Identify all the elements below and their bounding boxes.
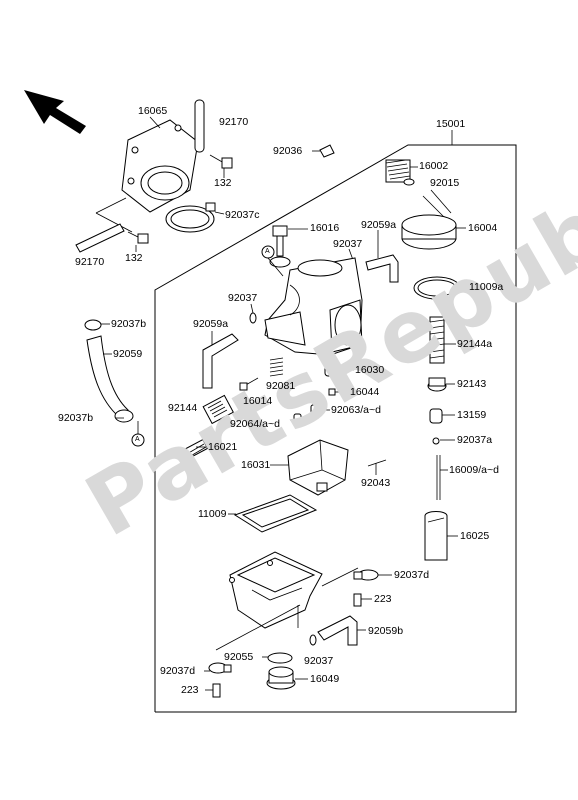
plunger-16016 (269, 225, 291, 268)
hose-92059a-top (365, 254, 399, 283)
label-92037b-bottom: 92037b (58, 412, 94, 424)
oring-11009a (413, 276, 461, 300)
label-92037d-right: 92037d (394, 569, 430, 581)
label-132-bottom: 132 (125, 252, 143, 264)
clip-92037-bottom (309, 634, 317, 646)
label-92063: 92063/a~d (331, 404, 381, 416)
part-92064 (293, 413, 302, 427)
gasket-11009 (233, 494, 318, 533)
label-11009a: 11009a (469, 281, 504, 293)
direction-arrow-icon (24, 90, 86, 134)
label-92037b-top: 92037b (111, 318, 147, 330)
label-16009: 16009/a~d (449, 464, 499, 476)
label-92055: 92055 (224, 651, 254, 663)
label-92037c: 92037c (225, 209, 260, 221)
part-92063 (310, 404, 320, 418)
label-92059b: 92059b (368, 625, 404, 637)
jet-16021 (175, 438, 209, 464)
float-16031 (287, 439, 349, 496)
label-16014: 16014 (243, 395, 273, 407)
label-92037-bottom: 92037 (304, 655, 334, 667)
slide-16025 (424, 511, 448, 561)
bolt-132-bottom (127, 231, 149, 244)
label-223-left: 223 (181, 684, 199, 696)
label-92064: 92064/a~d (230, 418, 280, 430)
part-92143 (427, 377, 447, 392)
spring-92144 (202, 394, 234, 425)
label-92081: 92081 (266, 380, 296, 392)
label-92059: 92059 (113, 348, 143, 360)
label-92037d-left: 92037d (160, 665, 196, 677)
label-16065: 16065 (138, 105, 168, 117)
clamp-92037c (165, 202, 216, 233)
label-92143: 92143 (457, 378, 487, 390)
clip-92037d-right (353, 569, 379, 581)
label-16031: 16031 (241, 459, 271, 471)
label-92170-bottom: 92170 (75, 256, 105, 268)
label-92059a-top: 92059a (361, 219, 397, 231)
carburetor-body (264, 257, 363, 356)
label-92036: 92036 (273, 145, 303, 157)
label-92015: 92015 (430, 177, 460, 189)
label-92059a-mid: 92059a (193, 318, 229, 330)
intake-holder (121, 119, 199, 213)
label-16016: 16016 (310, 222, 340, 234)
clip-92037-mid (249, 312, 257, 324)
label-16044: 16044 (350, 386, 380, 398)
label-223-right: 223 (374, 593, 392, 605)
screw-223-right (353, 593, 362, 607)
spring-92081 (269, 357, 284, 377)
label-15001: 15001 (436, 118, 466, 130)
label-92037-top: 92037 (333, 238, 363, 250)
label-16002: 16002 (419, 160, 449, 172)
screw-223-left (212, 683, 221, 698)
label-16030: 16030 (355, 364, 385, 376)
part-13159 (429, 408, 443, 424)
label-92144a: 92144a (457, 338, 493, 350)
top-cover (401, 189, 457, 250)
label-16025: 16025 (460, 530, 490, 542)
label-16004: 16004 (468, 222, 498, 234)
bracket-bottom (75, 223, 125, 253)
label-16049: 16049 (310, 673, 340, 685)
label-132-top: 132 (214, 177, 232, 189)
screw-16014 (239, 377, 259, 391)
spring-92144a (429, 316, 445, 364)
assembly-outline (154, 144, 517, 713)
spring-16002 (385, 159, 411, 183)
hose-92059 (86, 335, 129, 418)
oring-92055 (267, 652, 293, 664)
label-92037a: 92037a (457, 434, 493, 446)
float-bowl (229, 551, 323, 629)
hose-92059a-mid (202, 333, 239, 389)
label-92037-mid: 92037 (228, 292, 258, 304)
clip-92037b-top (84, 319, 102, 331)
label-13159: 13159 (457, 409, 487, 421)
circle-marker-top: A (265, 248, 270, 255)
part-16030 (324, 363, 336, 377)
bracket-top (194, 99, 205, 153)
label-92170-top: 92170 (219, 116, 249, 128)
label-92043: 92043 (361, 477, 391, 489)
clip-92037a (432, 437, 440, 445)
clip-92037b-bottom (114, 409, 134, 423)
part-92015 (403, 178, 415, 186)
hose-92059b (317, 615, 358, 646)
label-11009: 11009 (198, 508, 227, 520)
pin-92043 (367, 459, 387, 467)
circle-marker-bottom: A (135, 436, 140, 443)
label-16021: 16021 (208, 441, 238, 453)
label-92144: 92144 (168, 402, 198, 414)
part-92036 (319, 144, 335, 158)
clip-92037d-left (208, 662, 232, 674)
plug-16049 (266, 666, 296, 690)
bolt-132-top (209, 154, 233, 169)
